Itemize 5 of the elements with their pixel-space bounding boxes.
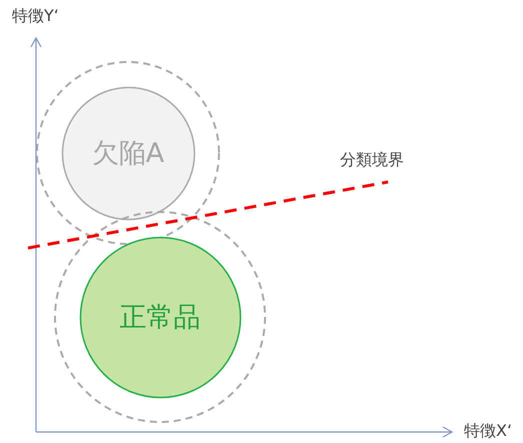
x-axis-label: 特徴X‘	[464, 421, 512, 442]
y-axis-label: 特徴Y‘	[12, 6, 59, 27]
circle-label: 欠陥A	[92, 137, 164, 171]
boundary-label: 分類境界	[340, 150, 404, 171]
circle-label: 正常品	[120, 301, 200, 335]
